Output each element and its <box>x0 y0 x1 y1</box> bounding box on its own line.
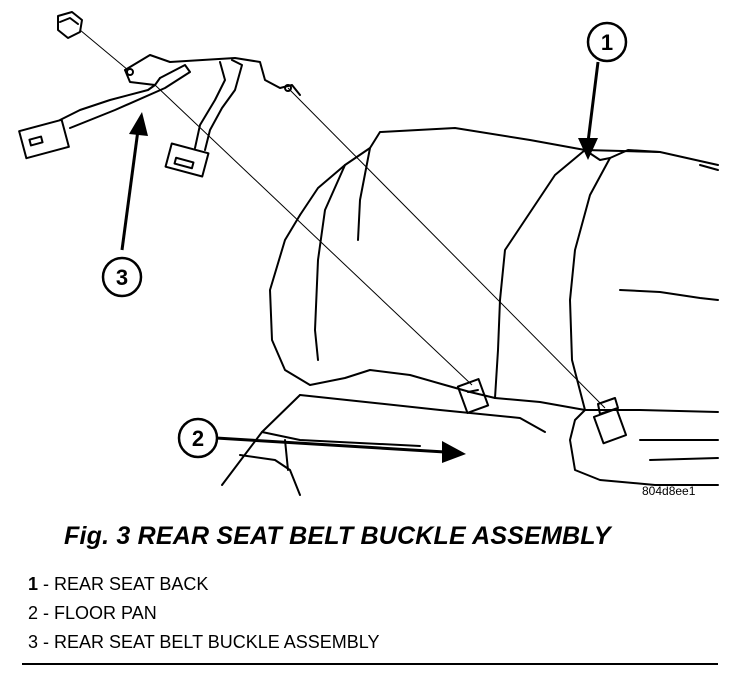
legend-item-3: 3 - REAR SEAT BELT BUCKLE ASSEMBLY <box>28 628 379 657</box>
callout-1: 1 <box>586 21 628 63</box>
legend-item-3-separator: - <box>38 632 55 652</box>
legend-item-2-separator: - <box>38 603 55 623</box>
floor-pan <box>221 394 546 496</box>
legend-item-1: 1 - REAR SEAT BACK <box>28 570 379 599</box>
buckle-assembly <box>18 54 301 178</box>
callout-2: 2 <box>177 417 219 459</box>
nut <box>57 11 83 39</box>
callout-3: 3 <box>101 256 143 298</box>
legend-item-1-separator: - <box>38 574 55 594</box>
rear-seat-back <box>269 127 719 486</box>
legend-item-3-number: 3 <box>28 632 39 652</box>
seat-belt-diagram: 1 3 2 804d8ee1 <box>18 11 719 498</box>
legend-item-2-number: 2 <box>28 603 39 623</box>
callout-arrows <box>120 61 600 463</box>
leader-lines <box>79 29 606 409</box>
legend-item-2: 2 - FLOOR PAN <box>28 599 379 628</box>
image-code: 804d8ee1 <box>642 484 696 498</box>
bottom-rule <box>22 663 718 665</box>
callout-1-label: 1 <box>601 30 613 55</box>
figure-caption: Fig. 3 REAR SEAT BELT BUCKLE ASSEMBLY <box>64 522 611 550</box>
legend-item-1-label: REAR SEAT BACK <box>54 574 209 594</box>
callout-3-label: 3 <box>116 265 128 290</box>
legend-item-2-label: FLOOR PAN <box>54 603 157 623</box>
anchor-bolts <box>456 378 628 445</box>
legend-item-1-number: 1 <box>28 574 39 594</box>
callout-2-label: 2 <box>192 426 204 451</box>
legend-list: 1 - REAR SEAT BACK 2 - FLOOR PAN 3 - REA… <box>28 570 379 657</box>
legend-item-3-label: REAR SEAT BELT BUCKLE ASSEMBLY <box>54 632 380 652</box>
